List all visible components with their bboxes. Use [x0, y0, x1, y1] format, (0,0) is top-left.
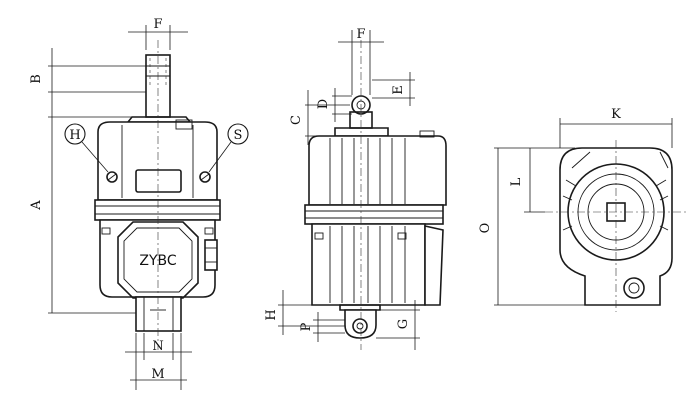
front-view: ZYBC A B F H S N — [29, 17, 249, 390]
screw-s — [199, 171, 211, 183]
side-dim-e-label: E — [391, 85, 406, 95]
dim-a-label: A — [29, 200, 44, 211]
front-upper-housing — [97, 121, 218, 201]
front-bottom-lug — [135, 296, 182, 332]
front-lower-housing — [99, 219, 216, 298]
callout-h-label: H — [69, 128, 80, 143]
top-view: K L O — [478, 107, 686, 312]
dim-f-label: F — [153, 17, 162, 32]
screw-h — [106, 171, 118, 183]
side-lower-housing — [311, 223, 426, 306]
side-bottom-eye — [344, 309, 377, 339]
top-dim-o-label: O — [478, 223, 493, 234]
callout-h — [64, 123, 86, 145]
top-dim-k-label: K — [611, 107, 621, 122]
front-side-plug — [204, 239, 218, 271]
callout-s — [227, 123, 249, 145]
side-terminal-box — [424, 225, 444, 306]
side-dim-d-label: D — [316, 99, 331, 109]
side-dim-p-label: P — [299, 322, 314, 331]
side-upper-housing — [308, 135, 447, 206]
front-flange — [94, 199, 221, 221]
top-dim-l-label: L — [509, 177, 524, 186]
dim-n-label: N — [152, 339, 163, 354]
front-badge — [117, 221, 199, 299]
side-dim-g-label: G — [396, 319, 411, 329]
side-dim-f-label: F — [356, 27, 365, 42]
dim-m-label: M — [151, 367, 164, 382]
side-view: F D C E H P G — [264, 27, 447, 350]
side-flange — [304, 204, 444, 225]
callout-s-label: S — [234, 128, 243, 143]
side-dim-h-label: H — [264, 309, 279, 320]
front-nameplate — [135, 169, 182, 193]
top-bottom-eye — [623, 277, 645, 299]
side-dim-c-label: C — [289, 115, 304, 125]
dim-b-label: B — [29, 74, 44, 84]
